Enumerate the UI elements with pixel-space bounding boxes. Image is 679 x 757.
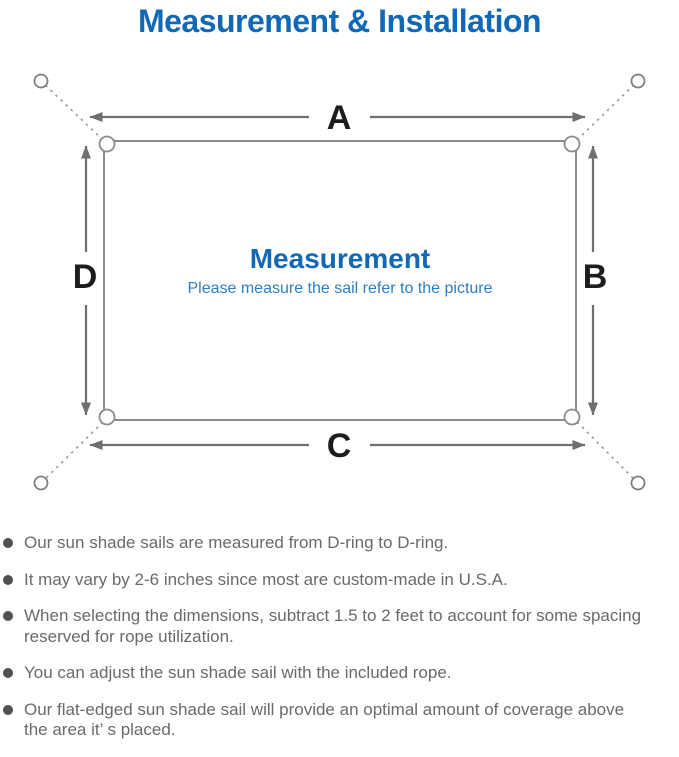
anchor-point-icon-bottom-right [630,475,646,491]
notes-list: Our sun shade sails are measured from D-… [0,533,679,757]
d-ring-icon-bottom-left [98,408,116,426]
list-item: When selecting the dimensions, subtract … [3,606,675,647]
note-text: Our sun shade sails are measured from D-… [24,533,449,552]
note-text: Our flat-edged sun shade sail will provi… [24,699,625,740]
list-item: Our flat-edged sun shade sail will provi… [3,700,675,741]
dimension-arrows [81,112,598,450]
dimension-label-d: D [73,258,98,296]
bullet-dot-icon [3,538,13,548]
bullet-dot-icon [3,704,13,715]
rope-line-bottom-left [40,421,104,484]
note-text: It may vary by 2-6 inches since most are… [24,569,508,589]
measurement-diagram: A B C D Measurement Please measure the s… [33,73,646,491]
diagram-center-title: Measurement [250,243,431,274]
bullet-dot-icon [3,574,13,585]
list-item: It may vary by 2-6 inches since most are… [3,570,675,591]
d-ring-icon-bottom-right [563,408,581,426]
corner-d-rings [98,135,581,426]
anchor-point-icon-bottom-left [33,475,49,491]
bullet-dot-icon [3,611,13,621]
d-ring-icon-top-right [563,135,581,153]
list-item: You can adjust the sun shade sail with t… [3,663,675,684]
rope-line-top-right [576,80,639,141]
sail-outline [103,140,577,421]
dimension-label-b: B [583,258,608,296]
anchor-point-icon-top-left [33,73,49,89]
rope-line-bottom-right [576,421,639,484]
page-title: Measurement & Installation [137,3,542,39]
anchor-points [33,73,646,491]
anchor-point-icon-top-right [630,73,646,89]
rope-line-top-left [40,80,104,141]
note-text: When selecting the dimensions, subtract … [24,606,642,646]
note-text: You can adjust the sun shade sail with t… [24,663,452,682]
dimension-label-c: C [327,427,352,465]
d-ring-icon-top-left [98,135,116,153]
list-item: Our sun shade sails are measured from D-… [3,533,675,554]
diagram-center-subtitle: Please measure the sail refer to the pic… [187,280,492,297]
bullet-dot-icon [3,668,13,678]
dimension-label-a: A [327,99,352,137]
rope-dashed-lines [40,80,639,484]
